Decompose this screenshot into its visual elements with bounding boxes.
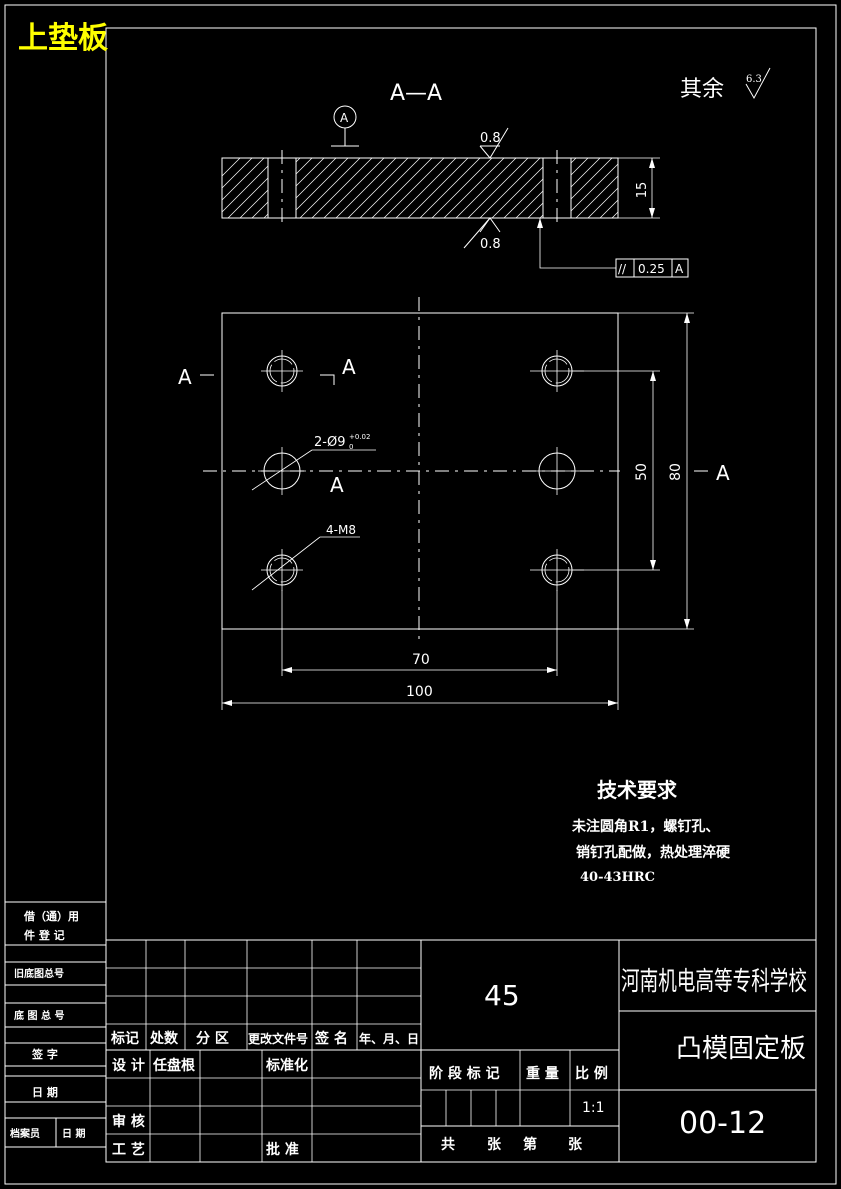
tech-heading: 技术要求	[597, 778, 678, 802]
dim-50: 50	[634, 463, 650, 481]
dim-80: 80	[668, 463, 684, 481]
review-label: 审 核	[112, 1113, 145, 1130]
cut-label-left-end: A	[342, 355, 356, 379]
h-mark: 标记	[110, 1030, 139, 1047]
title-block-grid	[106, 939, 816, 1162]
page-label: 第	[523, 1136, 537, 1153]
thickness-dim: 15	[635, 182, 650, 199]
hole-mid-left	[258, 447, 306, 495]
standard-label: 标准化	[265, 1057, 308, 1074]
hole-bottom-left	[261, 549, 303, 591]
inner-frame	[105, 27, 817, 1163]
roughness-top-symbol	[479, 127, 509, 159]
datum-letter: A	[340, 111, 349, 125]
section-outline	[221, 157, 619, 219]
tolerance-datum: A	[675, 262, 684, 276]
stage-mark-label: 阶 段 标 记	[429, 1065, 500, 1082]
sheets-label: 张	[487, 1137, 502, 1153]
side-r5: 日 期	[32, 1085, 58, 1099]
dim-100: 100	[406, 684, 433, 700]
roughness-bottom-symbol	[479, 217, 501, 233]
designer-name: 任盘根	[152, 1057, 196, 1074]
scale-value: 1:1	[582, 1100, 605, 1116]
side-r4: 签 字	[31, 1047, 58, 1061]
design-label: 设 计	[112, 1057, 145, 1074]
h-doc: 更改文件号	[248, 1031, 308, 1046]
scale-label: 比 例	[575, 1065, 608, 1082]
side-r2: 旧底图总号	[14, 967, 64, 980]
weight-label: 重 量	[526, 1065, 559, 1082]
tolerance-frame	[615, 258, 689, 278]
material: 45	[484, 979, 520, 1012]
tolerance-value: 0.25	[638, 262, 665, 276]
tech-line-2: 销钉孔配做，热处理淬硬	[576, 844, 731, 861]
approve-label: 批 准	[266, 1141, 299, 1158]
school-name: 河南机电高等专科学校	[621, 967, 807, 997]
hole-mid-right	[530, 447, 584, 495]
outer-frame	[4, 4, 837, 1185]
h-zone: 分 区	[196, 1031, 229, 1047]
hole-thread-note: 4-M8	[326, 523, 356, 537]
sheet-label-2: 张	[568, 1137, 583, 1153]
side-r6a: 档案员	[9, 1127, 40, 1140]
part-name: 凸模固定板	[676, 1034, 806, 1064]
h-sign: 签 名	[314, 1030, 348, 1047]
process-label: 工 艺	[112, 1141, 145, 1158]
hole-pin-note: 2-Ø9	[314, 435, 345, 450]
side-r3: 底 图 总 号	[14, 1009, 64, 1022]
cut-label-right: A	[716, 461, 730, 485]
h-date: 年、月、日	[359, 1031, 419, 1046]
tolerance-symbol: //	[618, 262, 627, 276]
dim-70: 70	[412, 652, 430, 668]
roughness-rest-label: 其余	[680, 77, 724, 102]
roughness-top-value: 0.8	[480, 131, 501, 146]
drawing-number: 00-12	[679, 1106, 766, 1141]
roughness-rest-value: 6.3	[746, 74, 762, 85]
side-r6b: 日 期	[62, 1127, 85, 1140]
hole-pin-tol-upper: +0.02	[349, 433, 370, 441]
roughness-rest-symbol	[745, 67, 771, 100]
side-r1b: 件 登 记	[24, 928, 65, 942]
hole-top-left	[261, 350, 303, 392]
section-label: A—A	[390, 81, 442, 106]
hole-pin-tol-lower: 0	[349, 443, 353, 451]
h-count: 处数	[149, 1030, 179, 1047]
tech-line-1: 未注圆角R1，螺钉孔、	[572, 818, 719, 835]
tech-line-3: 40-43HRC	[580, 870, 655, 885]
cut-label-mid: A	[330, 473, 344, 497]
total-label: 共	[441, 1136, 455, 1153]
section-hatching	[222, 158, 618, 218]
side-r1a: 借（通）用	[23, 909, 79, 923]
title-label: 上垫板	[18, 21, 108, 56]
cut-label-left: A	[178, 365, 192, 389]
roughness-bottom-value: 0.8	[480, 237, 501, 252]
side-table	[5, 901, 106, 1148]
